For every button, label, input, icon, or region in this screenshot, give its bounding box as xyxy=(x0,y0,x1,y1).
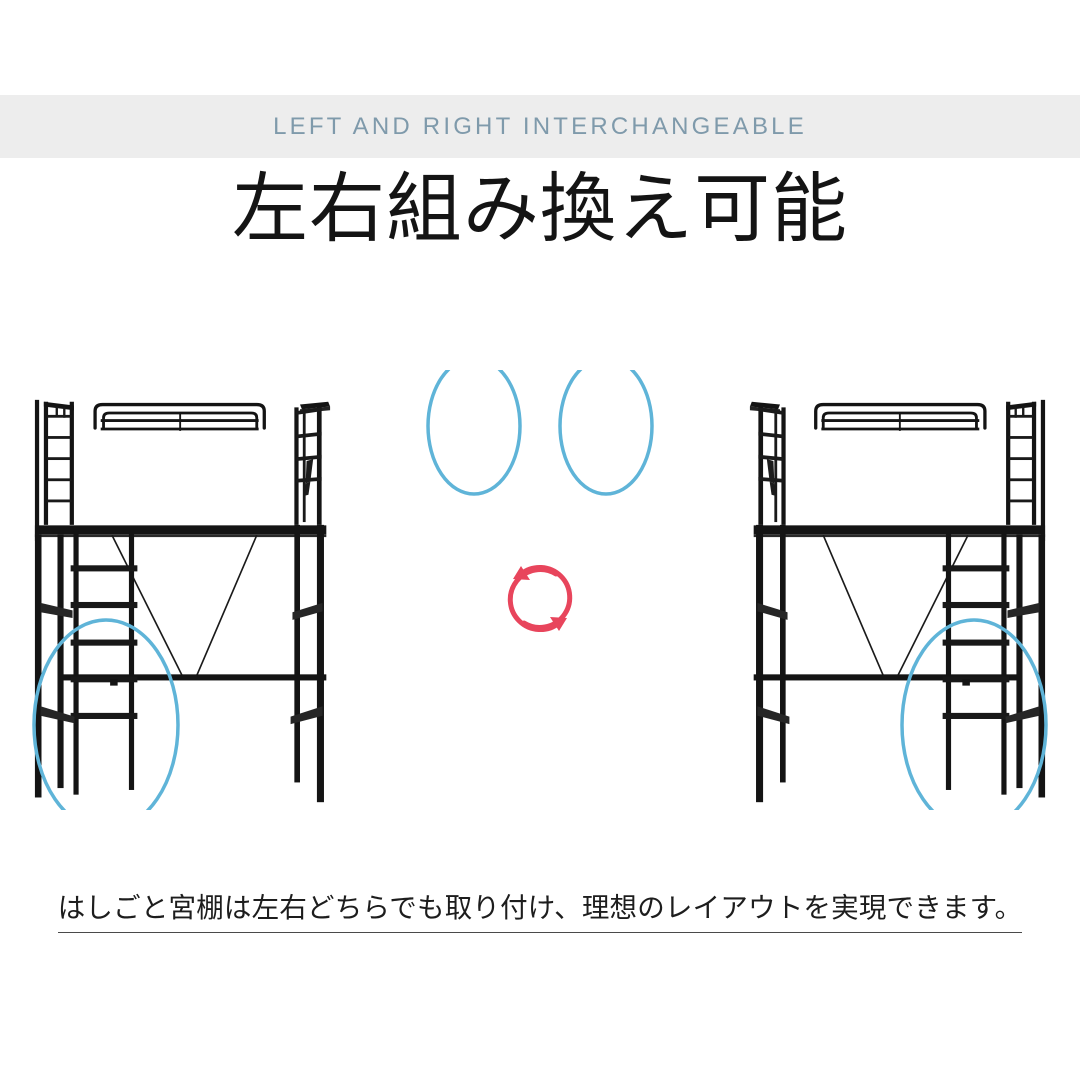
right-bed xyxy=(748,398,1047,804)
page-title: 左右組み換え可能 xyxy=(232,167,848,252)
ladder-highlight-right-bed xyxy=(900,618,1048,810)
rotate-swap-icon xyxy=(507,565,573,632)
ladder-highlight-left-bed xyxy=(32,618,180,810)
eyebrow-text: LEFT AND RIGHT INTERCHANGEABLE xyxy=(273,112,807,140)
caption-text: はしごと宮棚は左右どちらでも取り付け、理想のレイアウトを実現できます。 xyxy=(57,885,1023,933)
product-illustration xyxy=(0,370,1080,810)
caption: はしごと宮棚は左右どちらでも取り付け、理想のレイアウトを実現できます。 xyxy=(0,885,1080,933)
shelf-highlight-right-bed xyxy=(558,370,654,496)
shelf-highlight-left-bed xyxy=(426,370,522,496)
loft-bed-pair-diagram xyxy=(32,370,1048,810)
eyebrow-band: LEFT AND RIGHT INTERCHANGEABLE xyxy=(0,95,1080,158)
left-bed xyxy=(33,398,332,804)
